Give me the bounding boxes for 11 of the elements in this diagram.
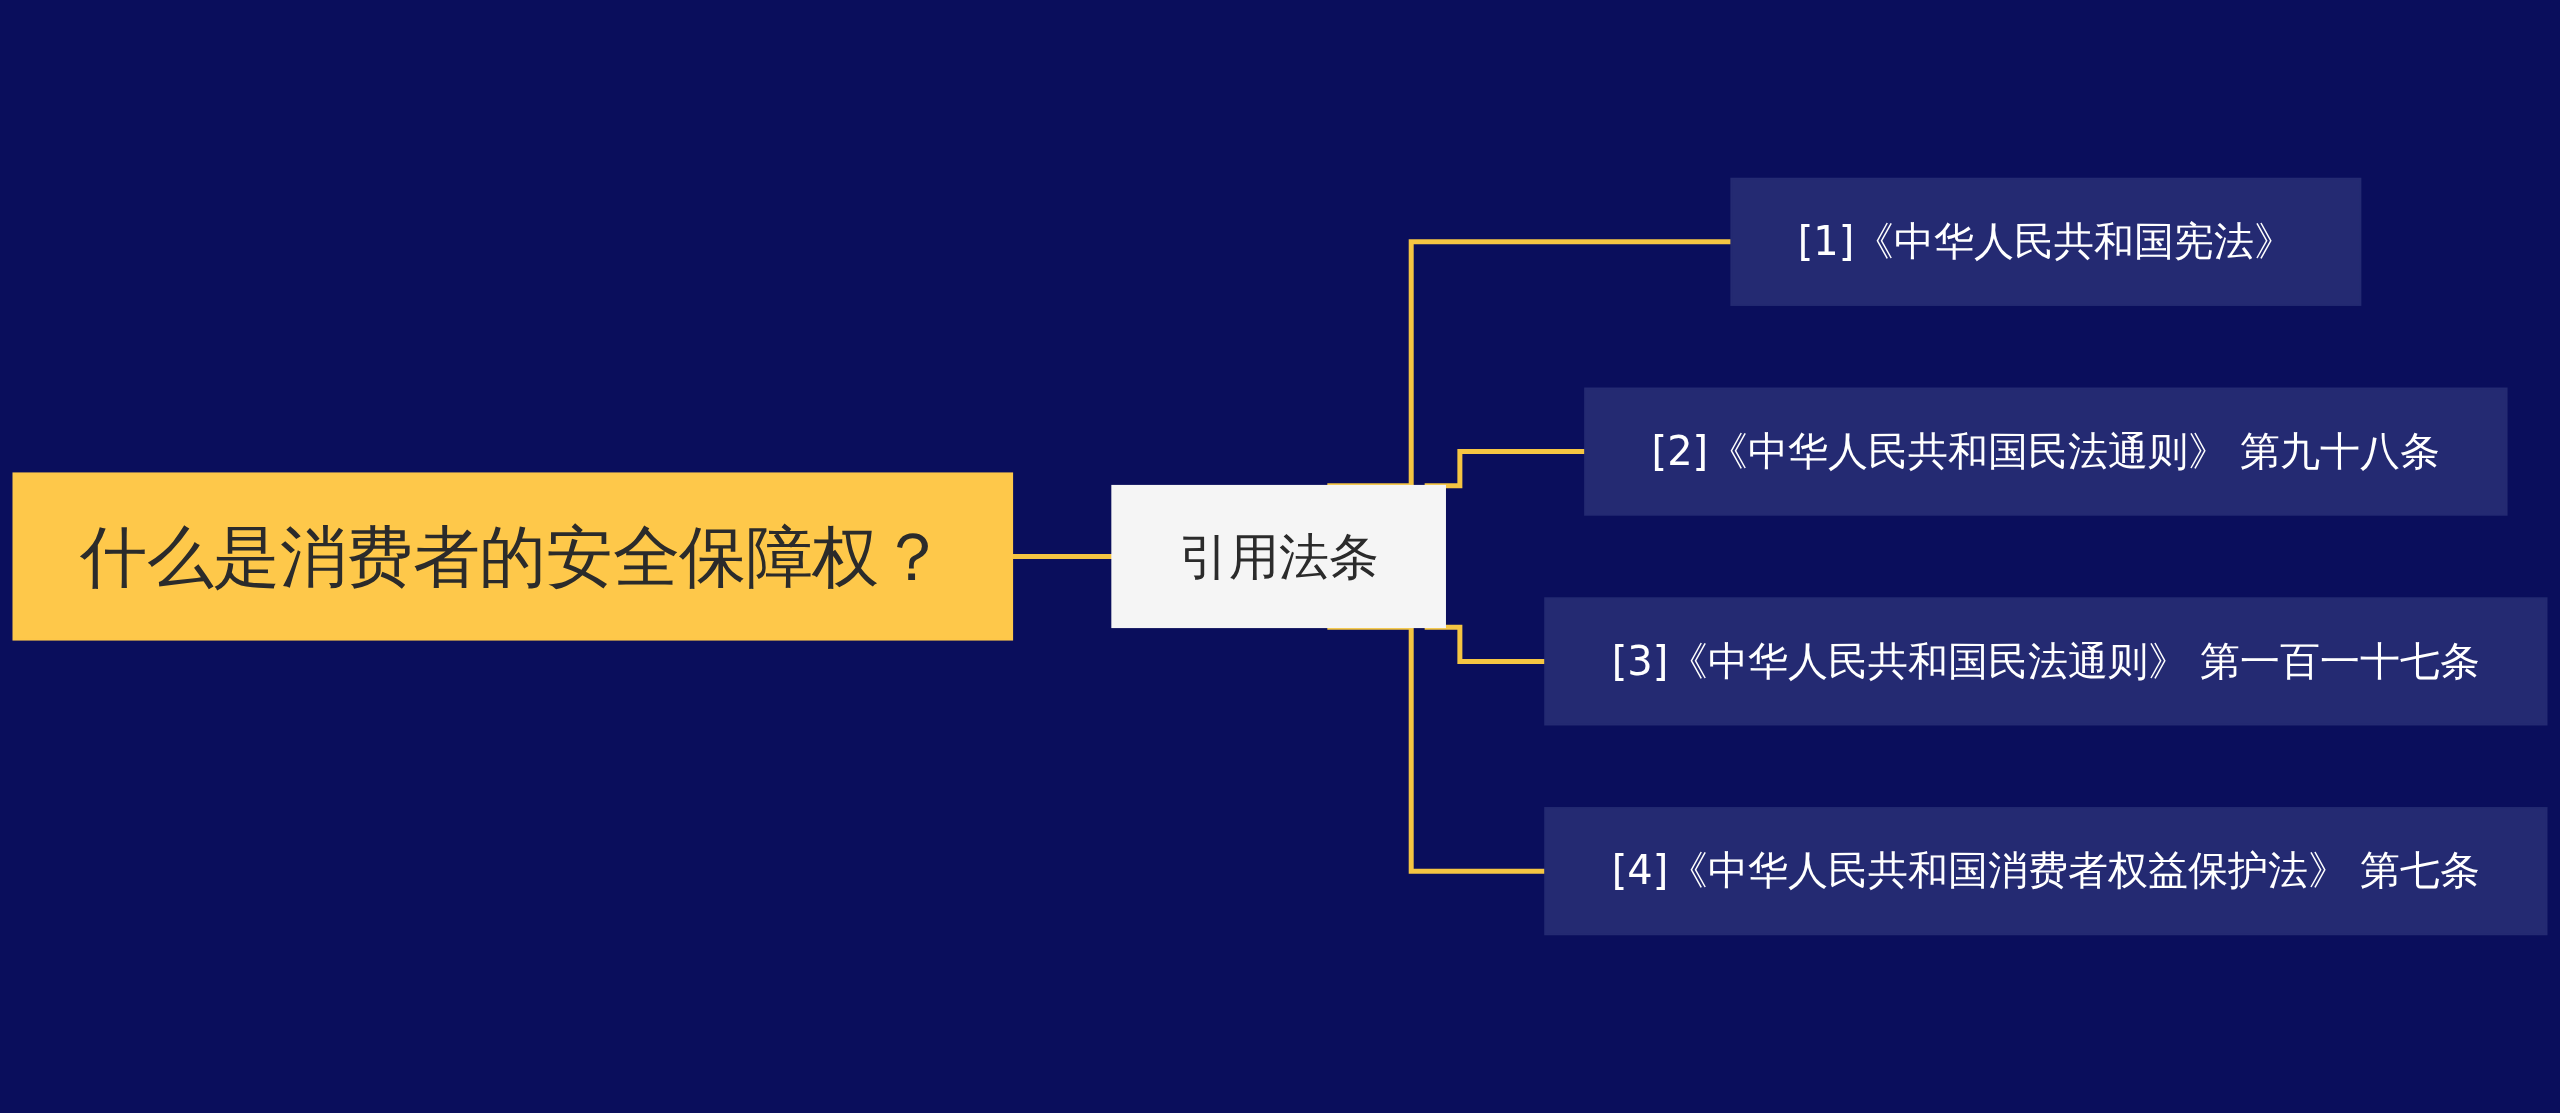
node-box: [1]《中华人民共和国宪法》	[1730, 177, 2362, 306]
node-box: 引用法条	[1111, 484, 1446, 629]
connector	[1424, 449, 1585, 489]
connector	[1424, 624, 1546, 664]
node-box: [2]《中华人民共和国民法通则》 第九十八条	[1584, 387, 2508, 516]
node-box: 什么是消费者的安全保障权？	[12, 472, 1014, 641]
connector	[1327, 239, 1732, 489]
node-box: [3]《中华人民共和国民法通则》 第一百一十七条	[1544, 597, 2548, 726]
connector	[1012, 554, 1113, 559]
connector	[1327, 624, 1546, 874]
node-box: [4]《中华人民共和国消费者权益保护法》 第七条	[1544, 807, 2548, 936]
